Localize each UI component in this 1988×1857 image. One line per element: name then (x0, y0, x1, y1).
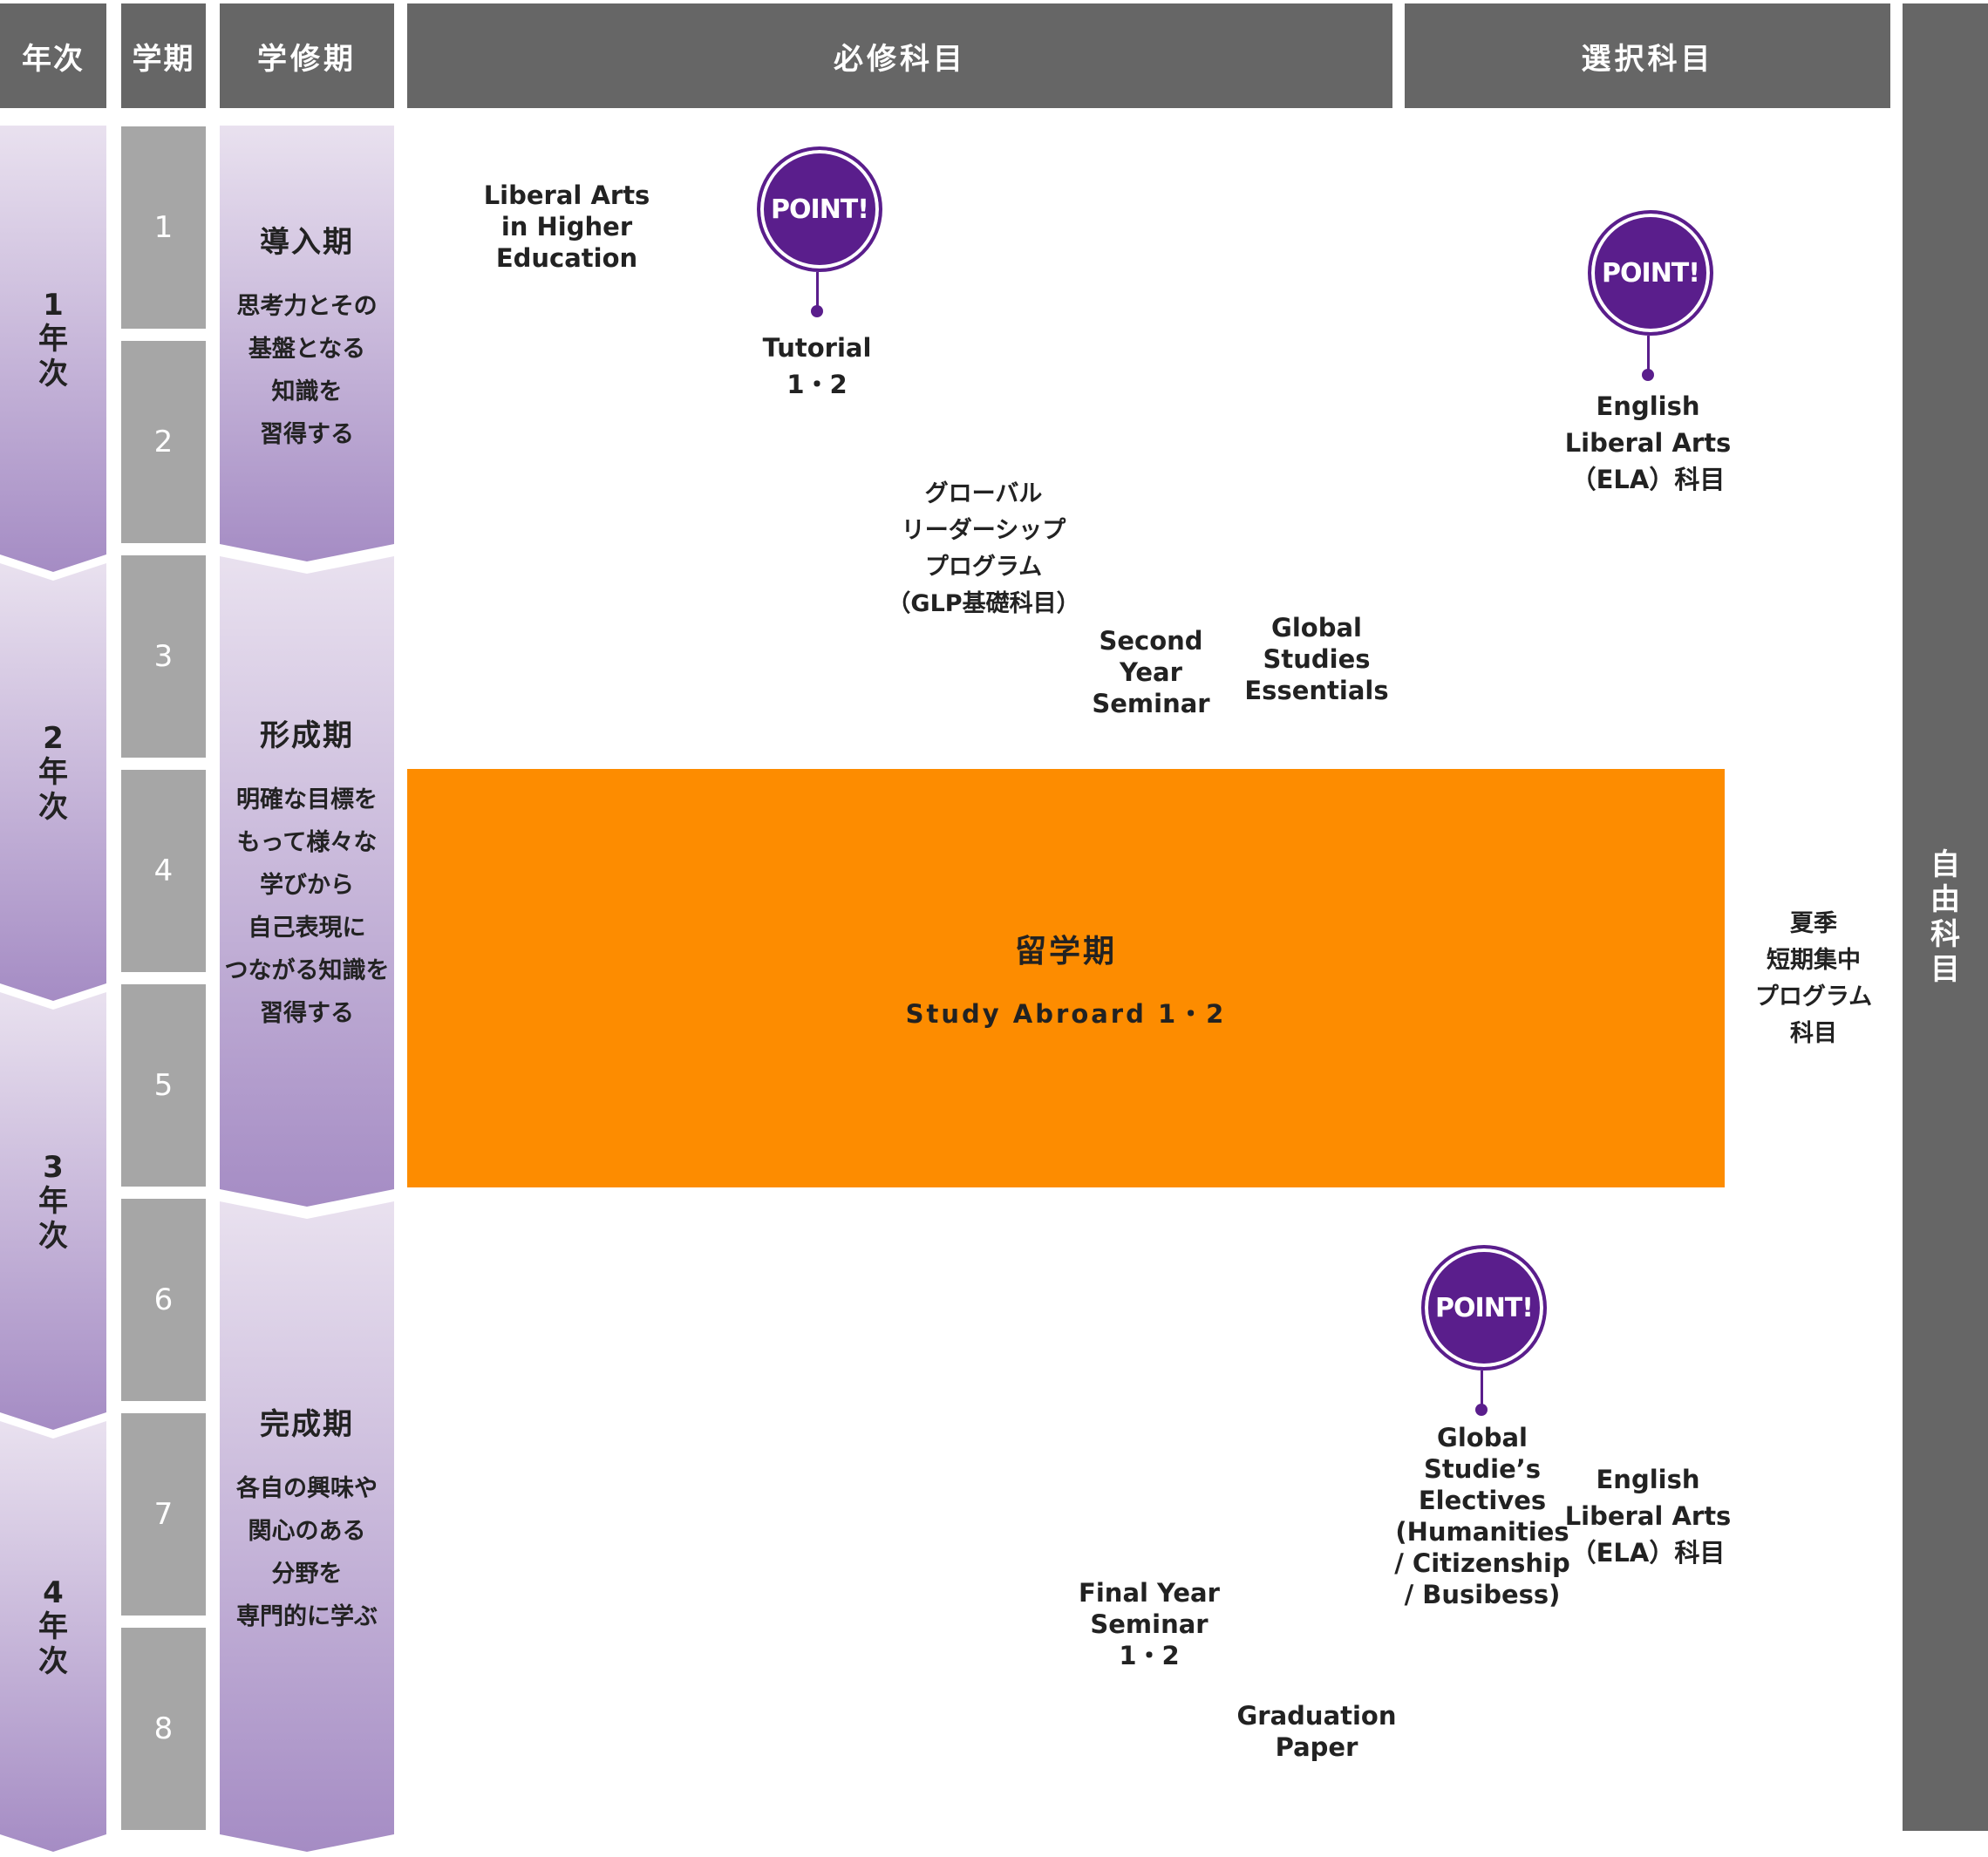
course-glp: グローバル リーダーシップ プログラム （GLP基礎科目） (887, 480, 1080, 617)
year-chevron-2 (0, 563, 106, 1001)
point-stem (1647, 336, 1650, 372)
study-abroad-block: 留学期 Study Abroard 1・2 (407, 769, 1725, 1187)
phase-chevron-2 (220, 556, 394, 1207)
header-semester: 学期 (121, 3, 206, 108)
phase-description: 思考力とその 基盤となる 知識を 習得する (236, 293, 378, 448)
free-subjects-column: 自 由 科 目 (1903, 3, 1988, 1831)
phase-completion: 完成期 各自の興味や 関心のある 分野を 専門的に学ぶ (220, 1400, 394, 1638)
year-chevron-1 (0, 126, 106, 572)
semester-6: 6 (121, 1199, 206, 1401)
year-chevron-4 (0, 1421, 106, 1852)
header-year: 年次 (0, 3, 106, 108)
free-subjects-char: 目 (1930, 952, 1960, 987)
point-badge: POINT! (1421, 1245, 1547, 1371)
course-global-studies-essentials: Global Studies Essentials (1244, 613, 1389, 705)
point-stem (816, 272, 819, 309)
year-chevrons (0, 126, 106, 1852)
free-subjects-char: 自 (1930, 847, 1960, 882)
semester-2: 2 (121, 341, 206, 543)
study-abroad-subtitle: Study Abroard 1・2 (905, 999, 1227, 1029)
point-badge: POINT! (1588, 210, 1713, 336)
phase-title: 形成期 (260, 718, 354, 753)
course-graduation-paper: Graduation Paper (1236, 1701, 1397, 1762)
semester-5: 5 (121, 984, 206, 1187)
point-dot (1642, 369, 1654, 381)
year-chevron-3 (0, 992, 106, 1430)
header-elective: 選択科目 (1405, 3, 1890, 108)
phase-intro: 導入期 思考力とその 基盤となる 知識を 習得する (220, 218, 394, 456)
course-tutorial: Tutorial 1・2 (762, 333, 872, 399)
course-second-year-seminar: Second Year Seminar (1092, 626, 1210, 718)
course-ela-1: English Liberal Arts （ELA）科目 (1564, 391, 1732, 494)
free-subjects-char: 由 (1930, 882, 1960, 917)
point-badge: POINT! (757, 146, 882, 272)
phase-chevron-3 (220, 1201, 394, 1852)
phase-title: 導入期 (260, 225, 354, 260)
course-ela-2: English Liberal Arts （ELA）科目 (1564, 1465, 1732, 1568)
semester-3: 3 (121, 555, 206, 758)
course-global-studies-electives: Global Studie’s Electives (Humanities / … (1394, 1423, 1570, 1609)
point-stem (1481, 1371, 1483, 1407)
study-abroad-title: 留学期 (1014, 934, 1117, 969)
phase-formation: 形成期 明確な目標を もって様々な 学びから 自己表現に つながる知識を 習得す… (220, 711, 394, 1035)
phase-description: 明確な目標を もって様々な 学びから 自己表現に つながる知識を 習得する (224, 786, 390, 1027)
phase-chevrons (220, 126, 394, 1852)
phase-title: 完成期 (260, 1407, 354, 1442)
point-dot (1475, 1404, 1488, 1416)
free-subjects-char: 科 (1930, 917, 1960, 952)
semester-8: 8 (121, 1628, 206, 1830)
course-summer-program: 夏季 短期集中 プログラム 科目 (1754, 910, 1873, 1047)
phase-column (220, 126, 394, 1852)
semester-7: 7 (121, 1413, 206, 1616)
course-final-year-seminar: Final Year Seminar 1・2 (1079, 1578, 1220, 1670)
phase-chevron-1 (220, 126, 394, 561)
course-liberal-arts: Liberal Arts in Higher Education (483, 180, 650, 273)
phase-description: 各自の興味や 関心のある 分野を 専門的に学ぶ (236, 1475, 378, 1630)
point-dot (811, 305, 823, 317)
header-required: 必修科目 (407, 3, 1392, 108)
header-phase: 学修期 (220, 3, 394, 108)
semester-4: 4 (121, 770, 206, 972)
semester-1: 1 (121, 126, 206, 329)
